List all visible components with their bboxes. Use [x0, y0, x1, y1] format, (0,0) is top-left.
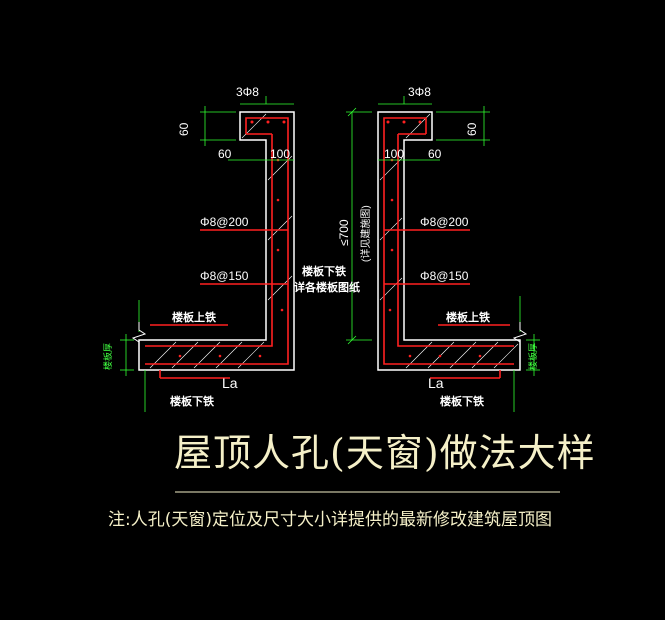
right-dim-100: 100	[384, 147, 405, 161]
left-slab-top-label: 楼板上铁	[172, 311, 216, 324]
center-height-dim-label: ≤700	[337, 219, 351, 246]
left-top-bar-label: 3Φ8	[236, 85, 259, 99]
right-rebar-150-label: Φ8@150	[420, 269, 469, 283]
right-dim-60-horizontal: 60	[428, 147, 442, 161]
right-la-label: La	[428, 375, 444, 391]
left-break-line	[131, 322, 147, 343]
left-rebar-200-label: Φ8@200	[200, 215, 249, 229]
right-rebar	[383, 117, 514, 379]
right-break-line	[512, 322, 528, 343]
right-detail	[377, 96, 540, 412]
right-rebar-dots	[386, 120, 482, 358]
left-rebar-150-label: Φ8@150	[200, 269, 249, 283]
left-slab-bottom-label: 楼板下铁	[170, 395, 214, 408]
drawing-footnote: 注:人孔(天窗)定位及尺寸大小详提供的最新修改建筑屋顶图	[108, 510, 552, 530]
right-thickness-label: 楼板厚	[529, 342, 539, 370]
left-rebar-dots	[178, 120, 286, 358]
left-dim-100: 100	[270, 147, 291, 161]
right-top-bar-label: 3Φ8	[408, 85, 431, 99]
left-concrete-outline	[138, 111, 295, 371]
center-height-dimension	[346, 107, 372, 345]
right-concrete-outline	[377, 111, 521, 371]
right-dim-60-vertical: 60	[465, 122, 479, 136]
right-rebar-200-label: Φ8@200	[420, 215, 469, 229]
right-slab-bottom-label: 楼板下铁	[440, 395, 484, 408]
left-thickness-label: 楼板厚	[104, 342, 114, 370]
center-note-1: 楼板下铁	[302, 265, 346, 278]
left-detail	[120, 96, 295, 412]
left-dim-60-horizontal: 60	[218, 147, 232, 161]
drawing-title: 屋顶人孔(天窗)做法大样	[174, 431, 596, 475]
center-note-2: 详各楼板图纸	[294, 281, 360, 294]
right-slab-top-label: 楼板上铁	[446, 311, 490, 324]
left-dim-60-vertical: 60	[177, 122, 191, 136]
center-height-note: (详见建施图)	[361, 205, 372, 262]
left-rebar	[145, 117, 289, 379]
left-la-label: La	[222, 375, 238, 391]
right-dimensions	[378, 96, 540, 412]
